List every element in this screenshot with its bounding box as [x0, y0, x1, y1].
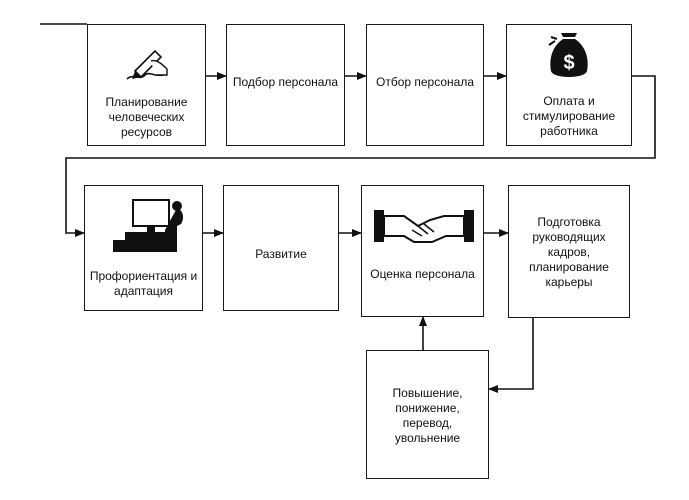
box-training: Подготовка руководящих кадров, планирова…: [508, 185, 630, 318]
box-training-label: Подготовка руководящих кадров, планирова…: [529, 215, 609, 289]
box-selection-label: Подбор персонала: [232, 75, 339, 89]
svg-text:$: $: [563, 52, 574, 74]
box-planning-label: Планирование человеческих ресурсов: [105, 95, 188, 139]
pen-writing-icon: [126, 49, 168, 80]
box-evaluation-label: Оценка персонала: [370, 267, 475, 281]
box-orientation: Профориентация и адаптация: [84, 185, 203, 311]
money-bag-icon: $: [548, 33, 588, 77]
arrow-training-movement: [488, 318, 534, 393]
box-movement-label: Повышение, понижение, перевод, увольнени…: [392, 386, 463, 445]
box-payment-label: Оплата и стимулирование работника: [522, 94, 616, 138]
box-movement: Повышение, понижение, перевод, увольнени…: [366, 350, 489, 479]
box-selection: Подбор персонала: [226, 24, 345, 146]
computer-workstation-icon: [113, 199, 184, 252]
box-screening-label: Отбор персонала: [375, 75, 474, 89]
box-development-label: Развитие: [255, 247, 307, 261]
handshake-icon: [374, 210, 474, 243]
arrow-payment-orientation: [65, 75, 656, 237]
box-screening: Отбор персонала: [366, 24, 484, 146]
box-payment: $ Оплата и стимулирование работника: [506, 24, 632, 146]
box-planning: Планирование человеческих ресурсов: [87, 24, 206, 146]
box-evaluation: Оценка персонала: [361, 185, 484, 317]
box-orientation-label: Профориентация и адаптация: [89, 269, 198, 298]
box-development: Развитие: [223, 185, 339, 311]
